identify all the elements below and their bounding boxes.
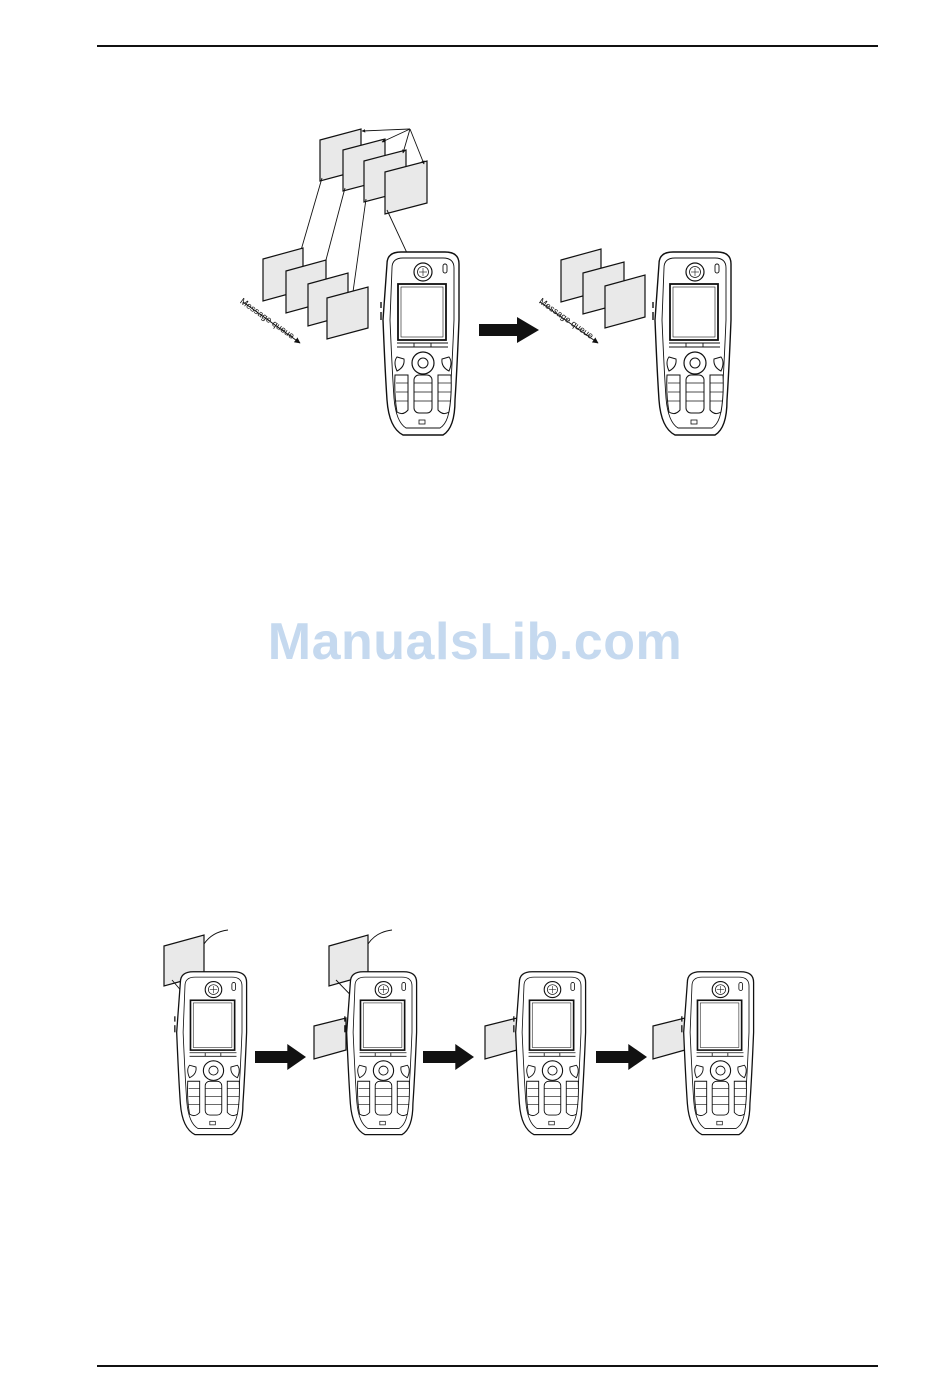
handset <box>175 972 247 1135</box>
handset <box>381 252 459 435</box>
handset <box>514 972 586 1135</box>
transition-arrow <box>423 1044 474 1070</box>
handset <box>653 252 731 435</box>
watermark: ManualsLib.com <box>0 612 950 672</box>
transition-arrow <box>255 1044 306 1070</box>
transition-arrow <box>479 317 539 343</box>
transition-arrow <box>596 1044 647 1070</box>
handset <box>682 972 754 1135</box>
message-card <box>485 1018 517 1059</box>
handset <box>345 972 417 1135</box>
message-card <box>314 1018 346 1059</box>
figure-top <box>243 129 731 435</box>
message-card <box>653 1018 685 1059</box>
figure-bottom <box>164 930 754 1135</box>
